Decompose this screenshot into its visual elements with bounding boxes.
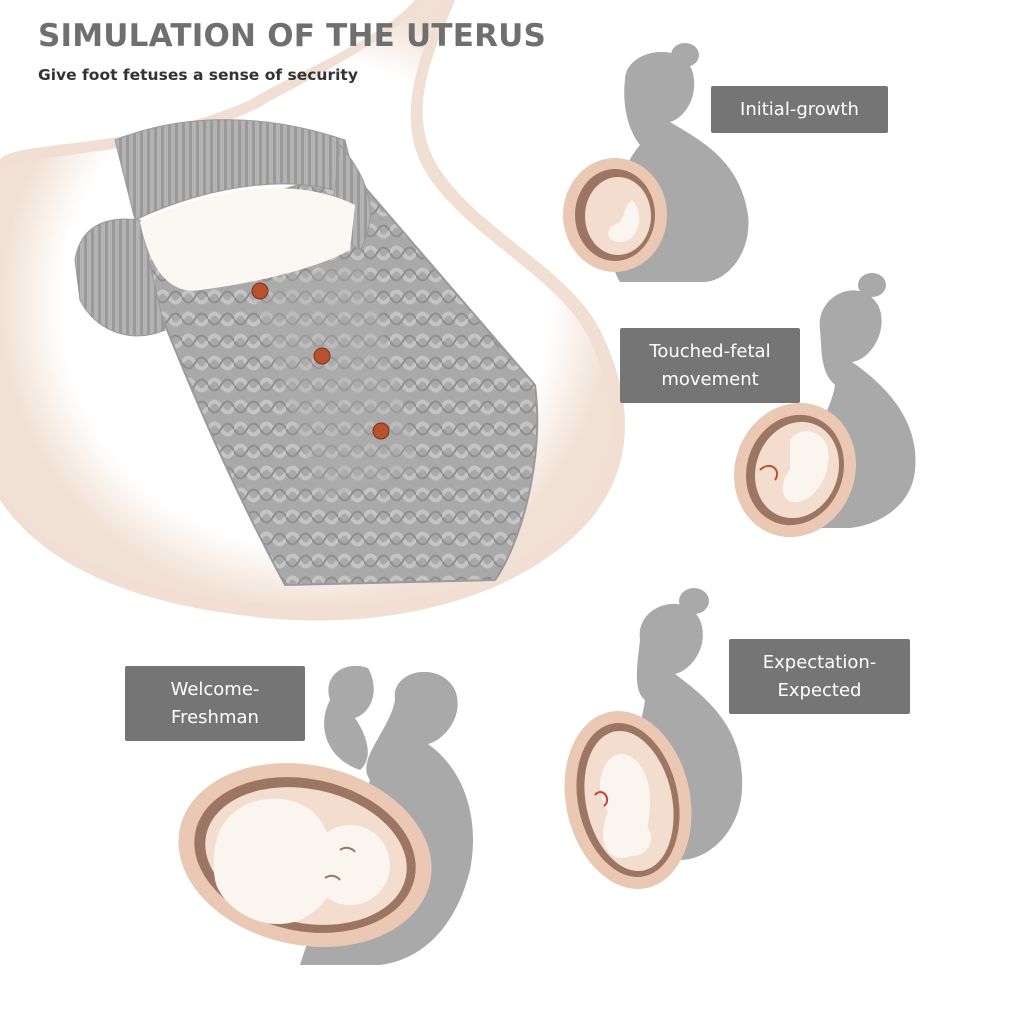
welcome-freshman-illustration <box>178 665 474 965</box>
button-icon <box>251 282 269 300</box>
stage-label-line: Initial-growth <box>740 98 859 120</box>
stage-label-touched-fetal-movement: Touched-fetal movement <box>620 328 800 403</box>
knitted-sleeping-bag <box>74 119 539 587</box>
page-title: SIMULATION OF THE UTERUS <box>38 18 547 54</box>
page-subtitle: Give foot fetuses a sense of security <box>38 66 358 84</box>
stage-label-line: Touched-fetal <box>649 340 771 362</box>
stage-label-initial-growth: Initial-growth <box>711 86 888 133</box>
touched-fetal-movement-illustration <box>734 273 916 538</box>
stage-label-line: Welcome- <box>170 678 260 700</box>
stage-label-line: Expected <box>777 679 862 701</box>
stage-label-line: Freshman <box>171 706 259 728</box>
initial-growth-illustration <box>563 43 749 283</box>
stage-label-welcome-freshman: Welcome- Freshman <box>125 666 305 741</box>
button-icon <box>313 347 331 365</box>
button-icon <box>372 422 390 440</box>
stage-label-expectation-expected: Expectation- Expected <box>729 639 910 714</box>
stage-label-line: movement <box>661 368 759 390</box>
expectation-illustration <box>564 588 743 889</box>
stage-label-line: Expectation- <box>762 651 877 673</box>
